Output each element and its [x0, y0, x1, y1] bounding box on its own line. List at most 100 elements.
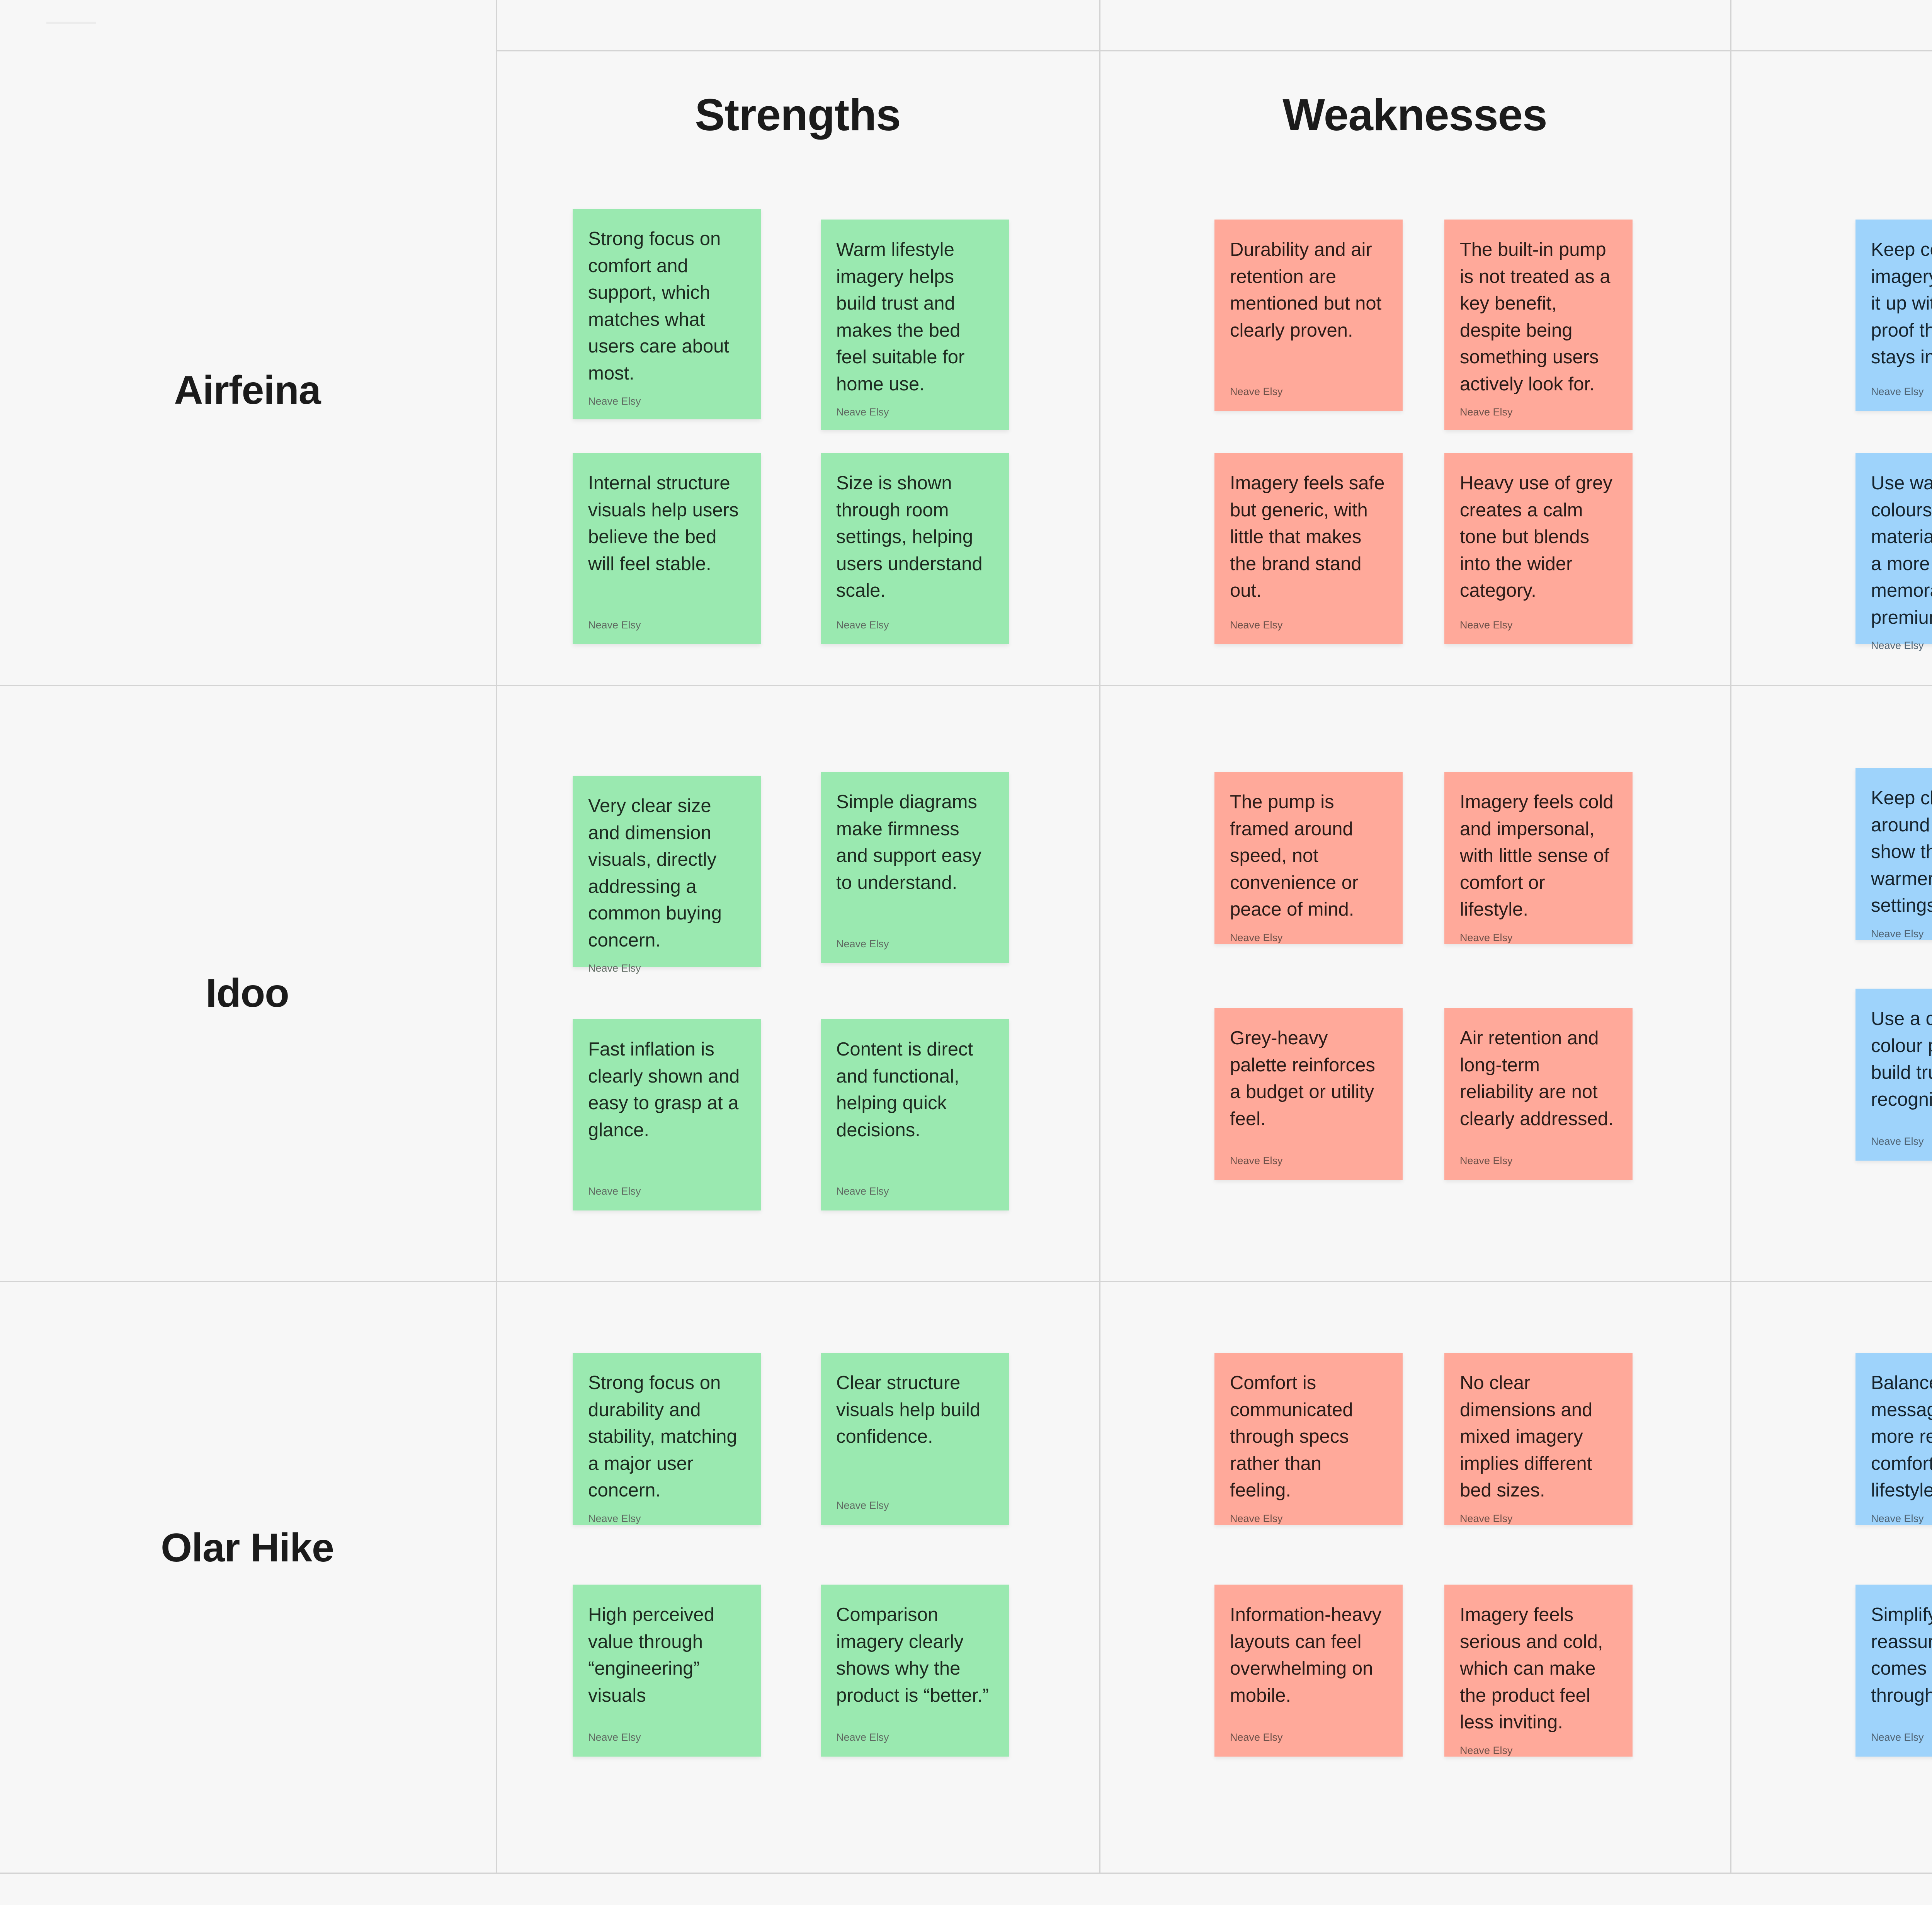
row-header-airfeina: Airfeina: [0, 365, 495, 415]
sticky-note[interactable]: High perceived value through “engineerin…: [573, 1585, 761, 1757]
note-author: Neave Elsy: [1230, 1731, 1283, 1743]
sticky-note[interactable]: Strong focus on durability and stability…: [573, 1353, 761, 1525]
corner-marker: [46, 22, 96, 24]
sticky-note[interactable]: Warm lifestyle imagery helps build trust…: [821, 220, 1009, 430]
note-text: Size is shown through room settings, hel…: [836, 473, 983, 601]
sticky-note[interactable]: Keep clarity around size, but show the b…: [1855, 768, 1932, 940]
note-author: Neave Elsy: [1230, 1512, 1283, 1524]
note-author: Neave Elsy: [1871, 1136, 1924, 1147]
column-header-weaknesses: Weaknesses: [1099, 90, 1730, 140]
note-author: Neave Elsy: [836, 1500, 889, 1511]
note-text: Imagery feels serious and cold, which ca…: [1460, 1604, 1603, 1733]
sticky-note[interactable]: Heavy use of grey creates a calm tone bu…: [1444, 453, 1633, 644]
sticky-note[interactable]: Comfort is communicated through specs ra…: [1214, 1353, 1403, 1525]
sticky-note[interactable]: Very clear size and dimension visuals, d…: [573, 776, 761, 974]
note-author: Neave Elsy: [1230, 619, 1283, 631]
sticky-note[interactable]: No clear dimensions and mixed imagery im…: [1444, 1353, 1633, 1525]
sticky-note[interactable]: Information-heavy layouts can feel overw…: [1214, 1585, 1403, 1757]
note-author: Neave Elsy: [588, 1731, 641, 1743]
sticky-note[interactable]: Balance strength messaging with more rel…: [1855, 1353, 1932, 1525]
note-author: Neave Elsy: [1871, 1512, 1924, 1524]
note-text: The built-in pump is not treated as a ke…: [1460, 239, 1611, 395]
sticky-note[interactable]: Simple diagrams make firmness and suppor…: [821, 772, 1009, 963]
sticky-note[interactable]: Internal structure visuals help users be…: [573, 453, 761, 644]
column-header-takeaways: Takeaways: [1730, 90, 1932, 140]
note-text: Comfort is communicated through specs ra…: [1230, 1372, 1353, 1501]
sticky-note[interactable]: The pump is framed around speed, not con…: [1214, 772, 1403, 944]
note-text: Fast inflation is clearly shown and easy…: [588, 1039, 740, 1141]
sticky-note[interactable]: Size is shown through room settings, hel…: [821, 453, 1009, 644]
note-author: Neave Elsy: [1460, 619, 1513, 631]
row-header-olar-hike: Olar Hike: [0, 1523, 495, 1573]
row-header-airfeina-label: Airfeina: [174, 368, 321, 413]
note-author: Neave Elsy: [1460, 1155, 1513, 1166]
note-text: Durability and air retention are mention…: [1230, 239, 1382, 341]
note-text: Very clear size and dimension visuals, d…: [588, 795, 722, 951]
note-text: Use a consistent colour palette to build…: [1871, 1008, 1932, 1110]
sticky-note[interactable]: Clear structure visuals help build confi…: [821, 1353, 1009, 1525]
note-author: Neave Elsy: [1230, 386, 1283, 397]
note-text: The pump is framed around speed, not con…: [1230, 792, 1359, 920]
sticky-note[interactable]: Strong focus on comfort and support, whi…: [573, 209, 761, 419]
note-text: Simple diagrams make firmness and suppor…: [836, 792, 981, 893]
note-text: Use warmer colours and materials to crea…: [1871, 473, 1932, 628]
grid-hline-1: [496, 50, 1932, 51]
note-text: Simplify visuals so reassurance comes qu…: [1871, 1604, 1932, 1706]
sticky-note[interactable]: The built-in pump is not treated as a ke…: [1444, 220, 1633, 430]
note-text: Strong focus on comfort and support, whi…: [588, 228, 729, 384]
sticky-note[interactable]: Imagery feels cold and impersonal, with …: [1444, 772, 1633, 944]
note-author: Neave Elsy: [1230, 1155, 1283, 1166]
note-author: Neave Elsy: [1871, 1731, 1924, 1743]
note-text: Warm lifestyle imagery helps build trust…: [836, 239, 965, 395]
note-author: Neave Elsy: [836, 619, 889, 631]
column-header-strengths: Strengths: [496, 90, 1099, 140]
note-author: Neave Elsy: [836, 1731, 889, 1743]
sticky-note[interactable]: Use a consistent colour palette to build…: [1855, 989, 1932, 1161]
note-text: No clear dimensions and mixed imagery im…: [1460, 1372, 1593, 1501]
note-author: Neave Elsy: [1230, 931, 1283, 943]
row-header-idoo: Idoo: [0, 968, 495, 1018]
sticky-note[interactable]: Grey-heavy palette reinforces a budget o…: [1214, 1008, 1403, 1180]
note-author: Neave Elsy: [836, 1185, 889, 1197]
sticky-note[interactable]: Imagery feels safe but generic, with lit…: [1214, 453, 1403, 644]
note-author: Neave Elsy: [1871, 928, 1924, 940]
note-text: Grey-heavy palette reinforces a budget o…: [1230, 1028, 1375, 1129]
note-text: Imagery feels cold and impersonal, with …: [1460, 792, 1614, 920]
note-author: Neave Elsy: [588, 619, 641, 631]
column-header-weaknesses-label: Weaknesses: [1282, 90, 1547, 140]
note-author: Neave Elsy: [588, 1185, 641, 1197]
sticky-note[interactable]: Simplify visuals so reassurance comes qu…: [1855, 1585, 1932, 1757]
note-text: Imagery feels safe but generic, with lit…: [1230, 473, 1385, 601]
sticky-note[interactable]: Air retention and long-term reliability …: [1444, 1008, 1633, 1180]
grid-vline-1: [496, 0, 497, 1873]
sticky-note[interactable]: Content is direct and functional, helpin…: [821, 1019, 1009, 1210]
note-text: Clear structure visuals help build confi…: [836, 1372, 981, 1447]
note-text: Content is direct and functional, helpin…: [836, 1039, 973, 1141]
grid-hline-3: [0, 1281, 1932, 1282]
note-text: Balance strength messaging with more rel…: [1871, 1372, 1932, 1501]
note-text: High perceived value through “engineerin…: [588, 1604, 714, 1706]
note-text: Keep clarity around size, but show the b…: [1871, 788, 1932, 916]
note-author: Neave Elsy: [836, 406, 889, 418]
note-author: Neave Elsy: [588, 962, 641, 974]
note-text: Internal structure visuals help users be…: [588, 473, 739, 574]
sticky-note[interactable]: Imagery feels serious and cold, which ca…: [1444, 1585, 1633, 1757]
sticky-note[interactable]: Keep comfort-led imagery, but back it up…: [1855, 220, 1932, 411]
column-header-strengths-label: Strengths: [695, 90, 901, 140]
grid-vline-3: [1730, 0, 1731, 1873]
note-author: Neave Elsy: [1871, 640, 1924, 652]
note-author: Neave Elsy: [1460, 931, 1513, 943]
note-text: Air retention and long-term reliability …: [1460, 1028, 1614, 1129]
note-author: Neave Elsy: [836, 938, 889, 950]
grid-vline-2: [1099, 0, 1100, 1873]
row-header-olar-hike-label: Olar Hike: [161, 1525, 334, 1570]
sticky-note[interactable]: Durability and air retention are mention…: [1214, 220, 1403, 411]
sticky-note[interactable]: Use warmer colours and materials to crea…: [1855, 453, 1932, 651]
sticky-note[interactable]: Fast inflation is clearly shown and easy…: [573, 1019, 761, 1210]
note-author: Neave Elsy: [1460, 406, 1513, 418]
grid-hline-4: [0, 1873, 1932, 1874]
note-text: Keep comfort-led imagery, but back it up…: [1871, 239, 1932, 368]
sticky-note[interactable]: Comparison imagery clearly shows why the…: [821, 1585, 1009, 1757]
row-header-idoo-label: Idoo: [206, 970, 289, 1016]
